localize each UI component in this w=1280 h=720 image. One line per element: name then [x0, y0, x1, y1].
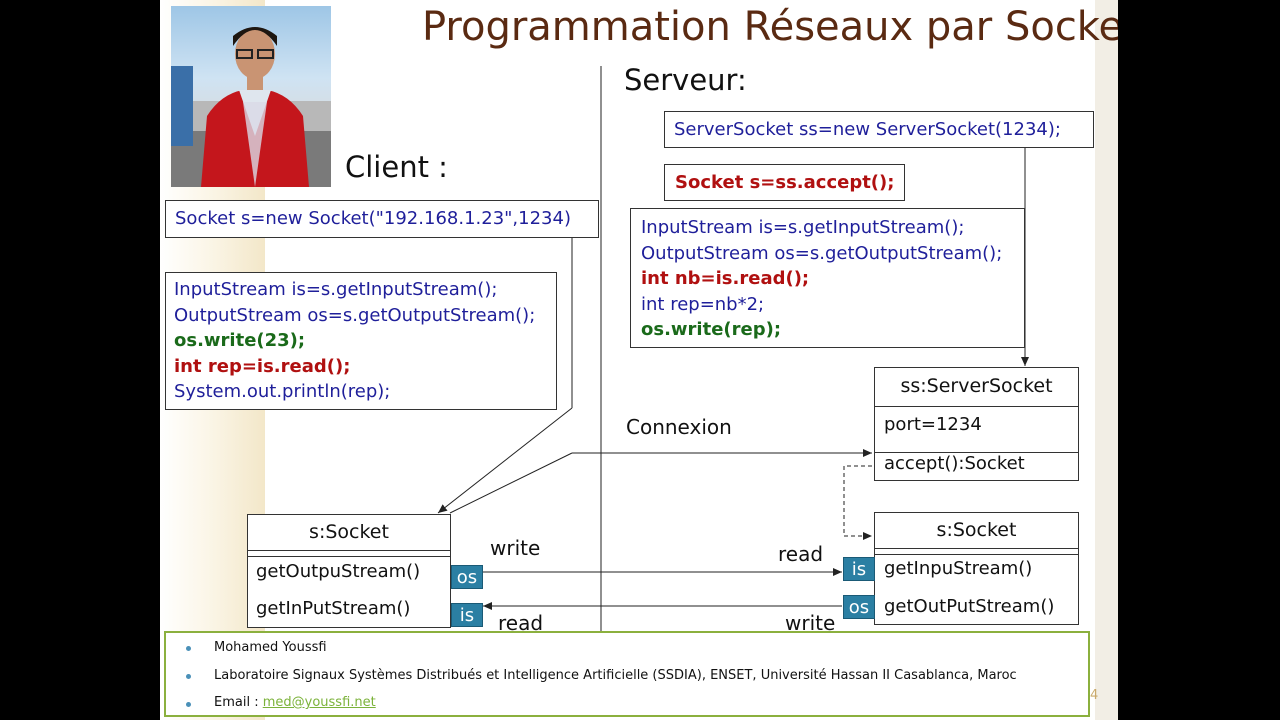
- server-socket-line: ServerSocket ss=new ServerSocket(1234);: [674, 119, 1061, 140]
- client-socket-line: Socket s=new Socket("192.168.1.23",1234): [175, 208, 571, 229]
- footer-box: Mohamed Youssfi Laboratoire Signaux Syst…: [164, 631, 1090, 717]
- client-socket-object-title: s:Socket: [309, 521, 389, 543]
- diagram-lines: [437, 66, 1029, 632]
- server-get-output-method: getOutPutStream(): [884, 596, 1055, 617]
- server-socket-port: port=1234: [884, 414, 982, 435]
- bullet-icon: [186, 646, 191, 651]
- client-get-output-method: getOutpuStream(): [256, 561, 421, 582]
- server-code-box: InputStream is=s.getInputStream(); Outpu…: [630, 208, 1025, 348]
- server-sock-object: s:Socket getInpuStream() getOutPutStream…: [874, 512, 1079, 625]
- client-socket-object: s:Socket getOutpuStream() getInPutStream…: [247, 514, 451, 628]
- client-code-line: os.write(23);: [174, 330, 306, 351]
- uml-divider: [875, 548, 1078, 549]
- accept-dashed-arrow: [843, 465, 872, 540]
- client-socket-box: Socket s=new Socket("192.168.1.23",1234): [165, 200, 599, 238]
- accept-line: Socket s=ss.accept();: [675, 172, 895, 193]
- uml-divider: [875, 452, 1078, 453]
- client-code-line: int rep=is.read();: [174, 355, 351, 377]
- server-code-line: os.write(rep);: [641, 319, 782, 340]
- footer-author: Mohamed Youssfi: [214, 640, 327, 655]
- bullet-icon: [186, 702, 191, 707]
- slide-right-band: [1095, 0, 1118, 720]
- slide: Programmation Réseaux par Sockets Client…: [160, 0, 1118, 720]
- client-code: InputStream is=s.getInputStream(); Outpu…: [174, 277, 535, 405]
- client-write-label: write: [490, 536, 541, 560]
- client-heading: Client :: [345, 150, 448, 184]
- client-os-tag: os: [451, 565, 483, 589]
- server-code-line: InputStream is=s.getInputStream();: [641, 217, 965, 238]
- server-heading: Serveur:: [624, 63, 747, 97]
- server-code-line: int nb=is.read();: [641, 268, 810, 289]
- uml-divider: [875, 554, 1078, 555]
- server-socket-object-title: ss:ServerSocket: [900, 375, 1053, 397]
- page-number: 4: [1090, 688, 1099, 703]
- uml-divider: [875, 406, 1078, 407]
- server-code-line: OutputStream os=s.getOutputStream();: [641, 242, 1003, 264]
- uml-divider: [248, 550, 450, 551]
- server-read-label: read: [778, 542, 824, 566]
- server-get-input-method: getInpuStream(): [884, 558, 1033, 579]
- server-socket-object: ss:ServerSocket port=1234 accept():Socke…: [874, 367, 1079, 481]
- server-is-tag: is: [843, 557, 875, 581]
- connexion-label: Connexion: [626, 415, 732, 439]
- client-code-box: InputStream is=s.getInputStream(); Outpu…: [165, 272, 557, 410]
- server-socket-accept-method: accept():Socket: [884, 453, 1025, 474]
- server-os-tag: os: [843, 595, 875, 619]
- footer-email-line: Email : med@youssfi.net: [214, 695, 376, 710]
- server-code: InputStream is=s.getInputStream(); Outpu…: [641, 215, 1002, 343]
- client-code-line: System.out.println(rep);: [174, 381, 391, 402]
- author-photo: [171, 6, 331, 187]
- uml-divider: [248, 556, 450, 557]
- client-is-tag: is: [451, 603, 483, 627]
- bullet-icon: [186, 674, 191, 679]
- server-code-line: int rep=nb*2;: [641, 293, 765, 315]
- footer-lab: Laboratoire Signaux Systèmes Distribués …: [214, 668, 1017, 683]
- client-get-input-method: getInPutStream(): [256, 598, 411, 619]
- footer-email-label: Email :: [214, 695, 263, 710]
- server-socket-box: ServerSocket ss=new ServerSocket(1234);: [664, 111, 1094, 148]
- footer-email-link[interactable]: med@youssfi.net: [262, 695, 376, 710]
- slide-title: Programmation Réseaux par Sockets: [422, 4, 1118, 50]
- client-connect-arrow: [437, 407, 573, 514]
- server-sock-object-title: s:Socket: [936, 519, 1017, 541]
- client-code-line: InputStream is=s.getInputStream();: [174, 279, 498, 300]
- client-code-line: OutputStream os=s.getOutputStream();: [174, 304, 536, 326]
- accept-box: Socket s=ss.accept();: [664, 164, 905, 201]
